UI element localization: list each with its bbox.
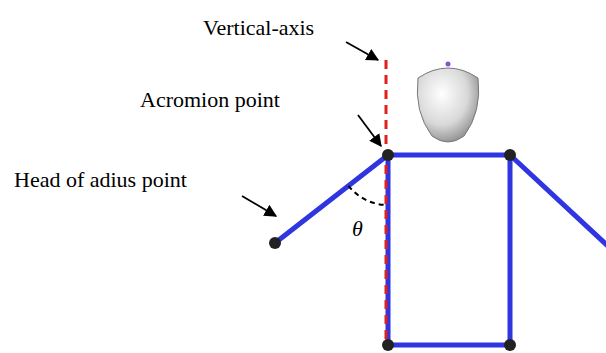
point-label: Acromion point (140, 89, 280, 111)
skeleton-lines (275, 155, 606, 345)
head-marker (446, 62, 451, 67)
point-label: Head of adius point (14, 169, 187, 191)
leader-arrows (242, 42, 381, 216)
angle-label: θ (352, 218, 363, 240)
joint-dots (269, 149, 516, 351)
head-shape (417, 68, 478, 142)
axis-label: Vertical-axis (203, 17, 314, 39)
vertical-axis-line (385, 60, 388, 345)
angle-arc (349, 186, 387, 205)
